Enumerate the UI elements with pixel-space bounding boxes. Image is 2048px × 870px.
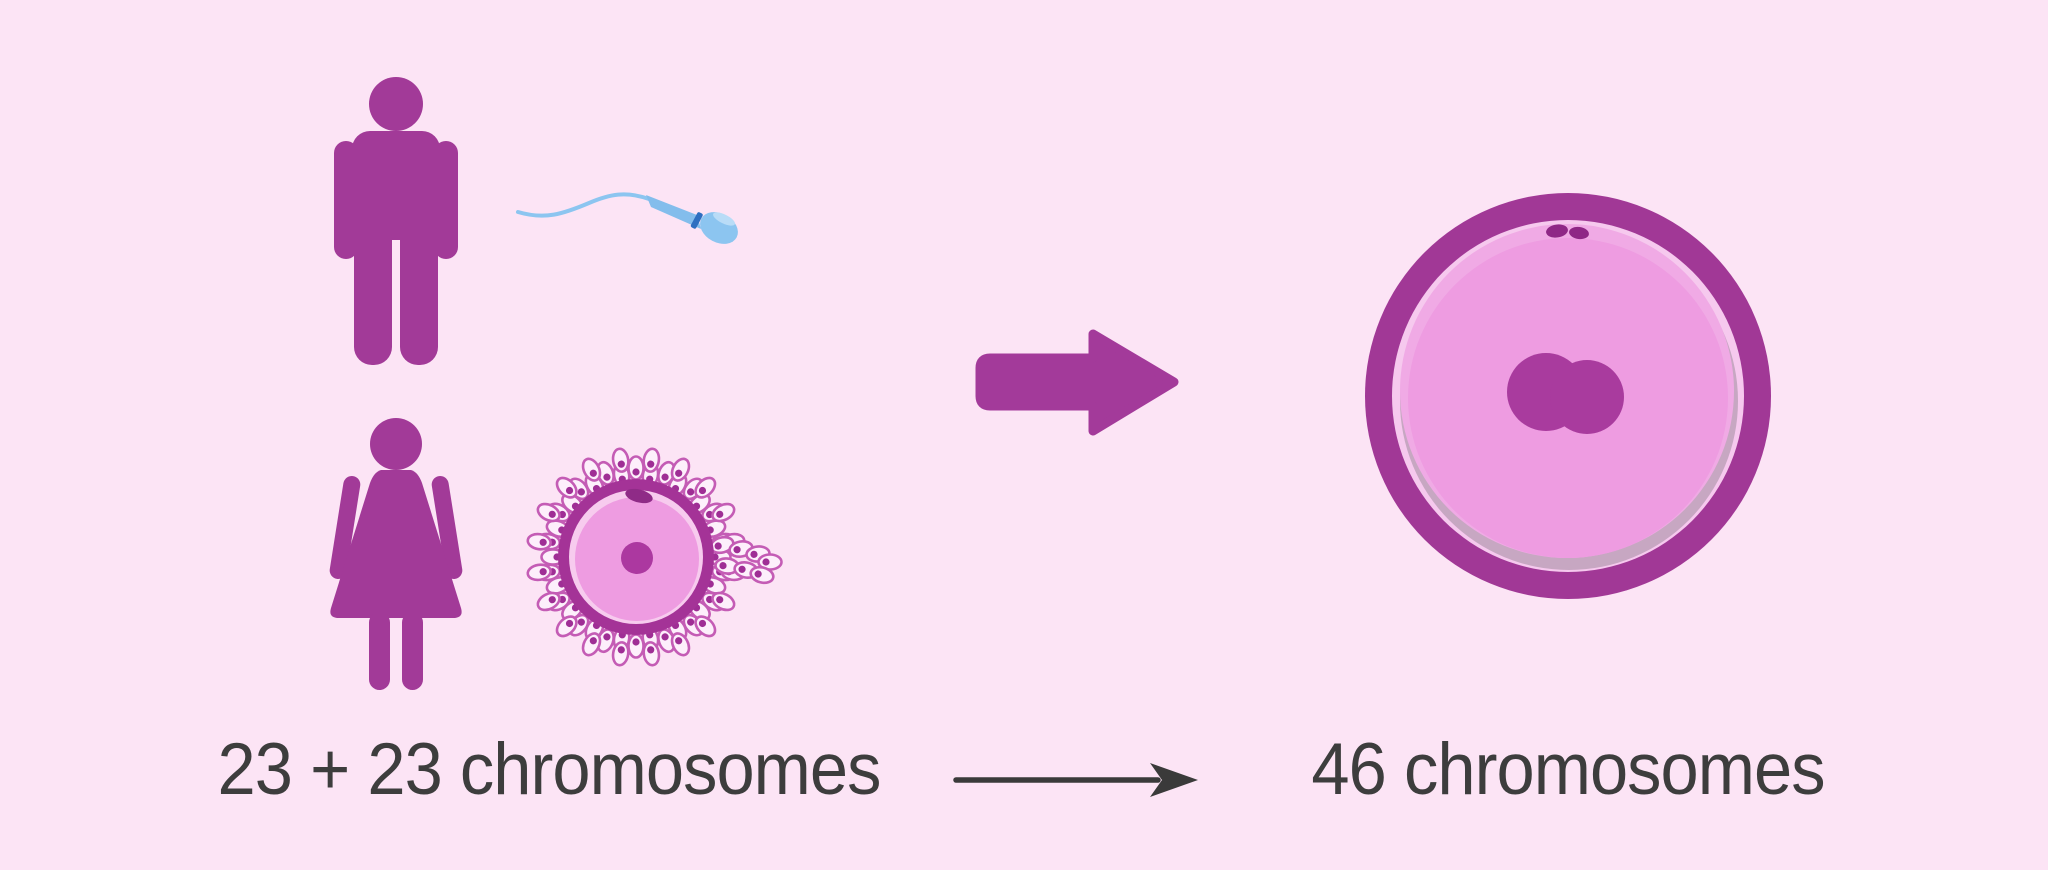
female-head <box>370 418 422 470</box>
female-right-leg <box>402 612 423 690</box>
pronucleus-right <box>1550 360 1624 434</box>
zygote-polar-body-1 <box>1546 224 1568 238</box>
zygote-pronuclei <box>1507 353 1624 434</box>
female-right-arm <box>431 476 463 579</box>
sperm-neck-band <box>690 212 703 229</box>
sperm-head <box>700 212 738 244</box>
zygote-polar-body-2 <box>1569 226 1589 240</box>
male-head <box>369 77 423 131</box>
female-left-leg <box>369 612 390 690</box>
fertilization-arrow-icon <box>975 329 1179 436</box>
sperm-tail <box>516 192 651 218</box>
result-arrow-head <box>1150 763 1198 797</box>
sperm-icon <box>516 192 738 244</box>
female-icon <box>329 418 463 690</box>
caption-gametes: 23 + 23 chromosomes <box>217 729 882 810</box>
sperm-head-highlight <box>713 212 735 226</box>
result-arrow-icon <box>953 763 1198 797</box>
caption-zygote: 46 chromosomes <box>1311 729 1825 810</box>
male-icon <box>334 77 458 365</box>
male-right-leg <box>400 200 438 365</box>
corona-cell <box>627 633 645 659</box>
female-left-arm <box>329 476 361 579</box>
egg-cell-icon <box>525 446 783 668</box>
egg-nucleus <box>621 542 653 574</box>
male-left-leg <box>354 200 392 365</box>
sperm-midpiece <box>646 195 701 229</box>
egg-polar-body <box>625 488 653 504</box>
female-dress <box>330 470 462 618</box>
male-hips <box>354 190 438 236</box>
corona-cell <box>627 455 645 481</box>
zygote-icon <box>1365 193 1771 599</box>
